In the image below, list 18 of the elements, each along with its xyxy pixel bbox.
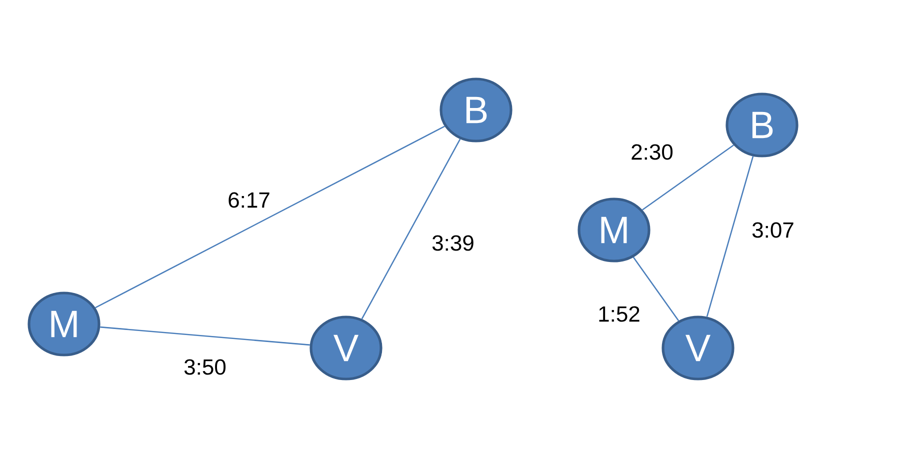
connector-line	[361, 138, 461, 320]
edge-label: 6:17	[228, 192, 270, 208]
circle-node: M	[578, 198, 650, 262]
connector-line	[100, 326, 310, 346]
edge-label: 1:52	[599, 306, 640, 322]
circle-node: V	[662, 316, 734, 380]
edge-label: 2:30	[632, 144, 673, 160]
edge-label: 3:07	[752, 222, 794, 238]
edge-label: 3:50	[184, 359, 226, 375]
circle-node: M	[28, 292, 100, 356]
connector-line	[95, 126, 445, 308]
connector-line	[632, 256, 680, 322]
connector-line	[706, 156, 754, 317]
circle-node: B	[726, 92, 798, 158]
circle-node: V	[310, 316, 382, 380]
circle-node: B	[440, 78, 512, 142]
connector-line	[642, 144, 734, 210]
edge-label: 3:39	[432, 235, 474, 251]
